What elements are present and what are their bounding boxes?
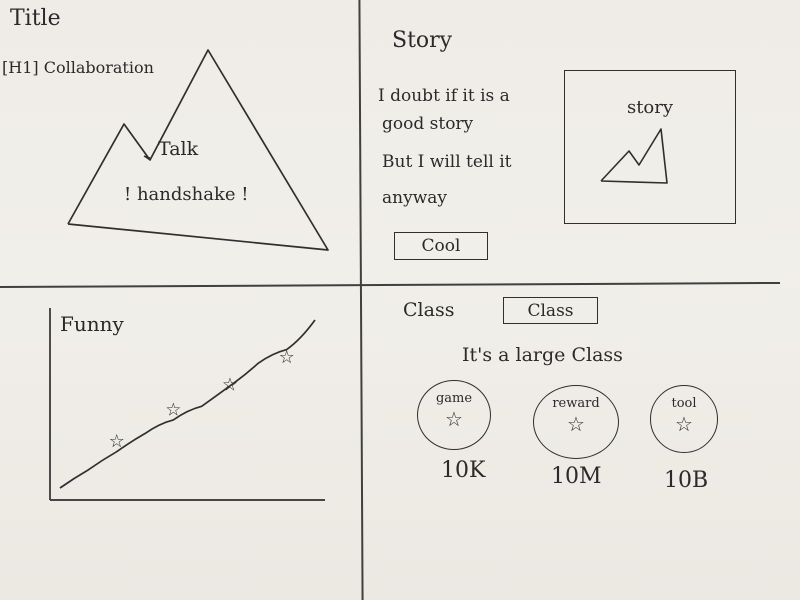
reward-count: 10M bbox=[551, 464, 602, 489]
chart-markers: ☆ ☆ ☆ ☆ bbox=[109, 347, 295, 452]
story-line: I doubt if it is a bbox=[378, 86, 510, 106]
story-image-mountain-icon bbox=[600, 128, 668, 184]
page-title: Title bbox=[10, 6, 61, 31]
game-circle[interactable]: game ☆ bbox=[417, 380, 491, 450]
reward-circle[interactable]: reward ☆ bbox=[533, 385, 619, 459]
star-marker: ☆ bbox=[109, 431, 125, 452]
chart-series bbox=[59, 319, 316, 489]
star-icon: ☆ bbox=[567, 412, 585, 436]
star-icon: ☆ bbox=[445, 407, 463, 431]
star-marker: ☆ bbox=[279, 347, 295, 368]
nav-item-collaboration[interactable]: [H1] Collaboration bbox=[2, 58, 154, 77]
story-line: anyway bbox=[382, 188, 447, 208]
story-image-placeholder[interactable]: story bbox=[564, 70, 736, 224]
cool-button[interactable]: Cool bbox=[394, 232, 488, 260]
series-line bbox=[59, 319, 316, 489]
mountain-valley-line bbox=[143, 155, 151, 161]
mountain-outline bbox=[67, 49, 329, 251]
funny-chart-label: Funny bbox=[60, 312, 124, 336]
class-button[interactable]: Class bbox=[503, 297, 598, 324]
talk-label: Talk bbox=[158, 138, 199, 160]
story-line: But I will tell it bbox=[382, 152, 512, 172]
tool-label: tool bbox=[671, 396, 697, 411]
class-caption: It's a large Class bbox=[462, 344, 623, 366]
story-title: Story bbox=[392, 28, 453, 53]
star-icon: ☆ bbox=[675, 412, 693, 436]
tool-circle[interactable]: tool ☆ bbox=[650, 385, 718, 453]
game-count: 10K bbox=[441, 458, 486, 483]
story-line: good story bbox=[382, 114, 474, 134]
mountain-illustration bbox=[67, 49, 329, 251]
tool-count: 10B bbox=[664, 468, 709, 493]
funny-line-chart: ☆ ☆ ☆ ☆ bbox=[49, 308, 325, 501]
star-marker: ☆ bbox=[222, 374, 238, 395]
chart-axes bbox=[49, 308, 325, 501]
reward-label: reward bbox=[552, 396, 600, 411]
game-label: game bbox=[435, 391, 473, 406]
class-label: Class bbox=[403, 299, 455, 321]
story-image-label: story bbox=[626, 97, 674, 118]
star-marker: ☆ bbox=[165, 399, 181, 420]
handshake-label: ! handshake ! bbox=[124, 184, 249, 205]
